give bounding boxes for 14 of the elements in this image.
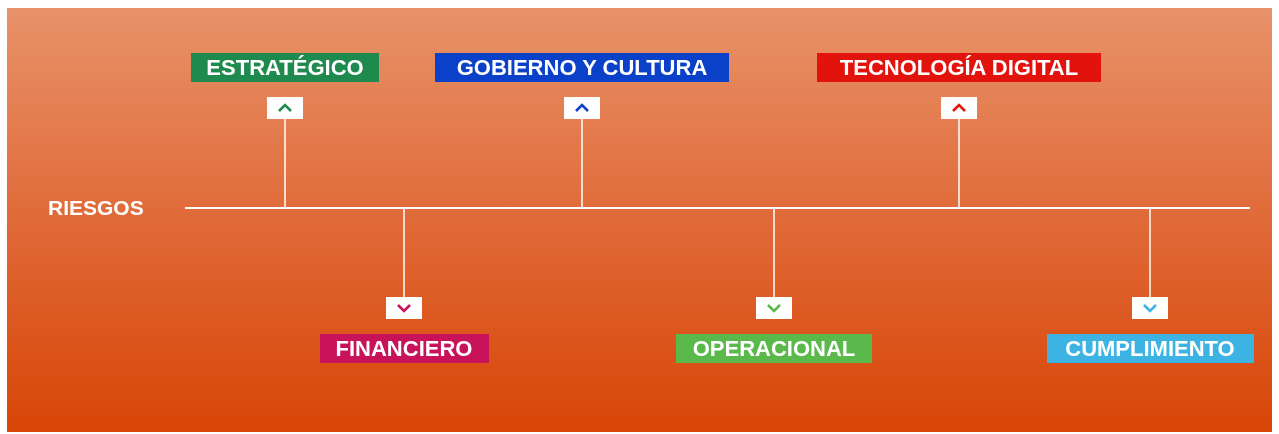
category-label: GOBIERNO Y CULTURA	[435, 53, 729, 82]
timeline-line	[185, 207, 1250, 209]
category-label: ESTRATÉGICO	[191, 53, 379, 82]
connector-line	[773, 208, 775, 298]
connector-line	[284, 118, 286, 208]
axis-title: RIESGOS	[48, 195, 144, 221]
category-label: TECNOLOGÍA DIGITAL	[817, 53, 1101, 82]
connector-line	[958, 118, 960, 208]
connector-line	[1149, 208, 1151, 298]
connector-line	[581, 118, 583, 208]
category-label: CUMPLIMIENTO	[1046, 334, 1254, 363]
category-label: OPERACIONAL	[676, 334, 872, 363]
connector-line	[403, 208, 405, 298]
category-label: FINANCIERO	[319, 334, 489, 363]
